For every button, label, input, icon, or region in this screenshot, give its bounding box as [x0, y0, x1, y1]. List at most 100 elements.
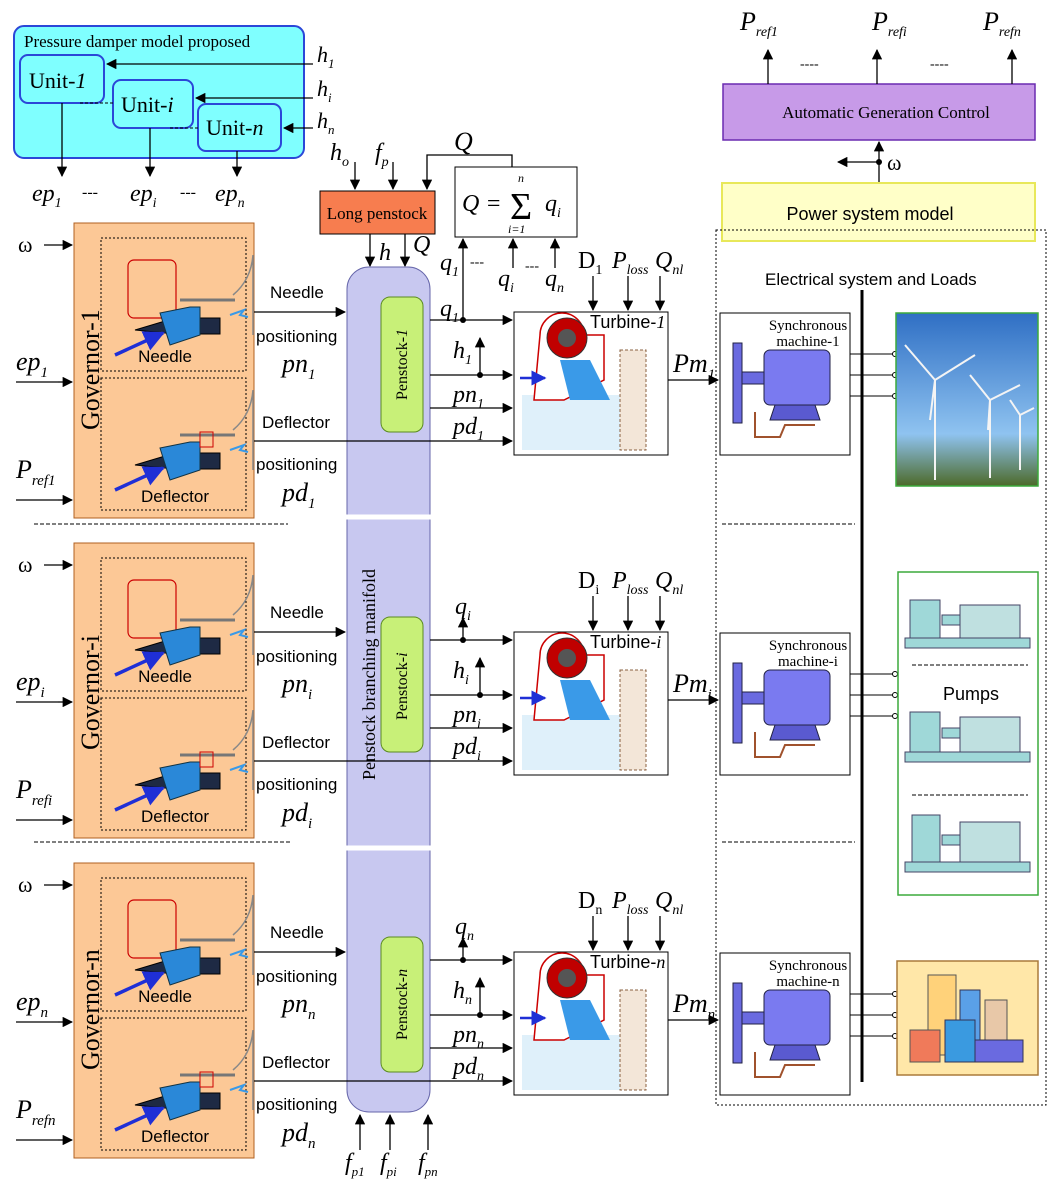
- flow-summation-box: [454, 166, 578, 238]
- unit-1-label: Unit-1: [29, 68, 86, 93]
- penstock-unit-box: [380, 936, 424, 1073]
- omega-input-label: ω: [18, 552, 32, 577]
- pref-input-label: Pref1: [15, 455, 56, 489]
- fpi-input: fpi: [380, 1150, 397, 1179]
- q-dash-2: ---: [525, 259, 539, 274]
- ploss-input-label: Ploss: [611, 888, 649, 918]
- pd-signal-label: pdn: [280, 1118, 316, 1152]
- pref1-output: Pref1: [739, 7, 778, 40]
- pump-icon-3: [904, 814, 1031, 873]
- unit-n-label: Unit-n: [206, 115, 263, 140]
- power-system-model-box: [721, 182, 1036, 242]
- sum-term: qi: [545, 191, 561, 221]
- manifold-label: Penstock branching manifold: [359, 569, 379, 780]
- prefi-output: Prefi: [871, 7, 907, 40]
- needle-positioning-label: positioning: [256, 967, 337, 986]
- needle-panel-label: Needle: [138, 987, 192, 1006]
- needle-nozzle-icon: [114, 574, 254, 677]
- pumps-load: Pumps: [897, 571, 1039, 896]
- pref-input-label: Prefn: [15, 1095, 56, 1129]
- electrical-system-area: [715, 229, 1047, 1106]
- sync-machine-label-1: Synchronous: [769, 958, 847, 974]
- needle-nozzle-icon: [114, 254, 254, 357]
- needle-panel: [100, 237, 247, 372]
- sync-machine-label-1: Synchronous: [769, 318, 847, 334]
- pn-turbine-label: pni: [451, 702, 481, 732]
- deflector-signal-label: Deflector: [262, 733, 330, 752]
- sum-sigma: Σ: [510, 186, 532, 228]
- power-system-model-label: Power system model: [786, 204, 953, 224]
- q-signal-label: q1: [440, 296, 459, 326]
- needle-panel-label: Needle: [138, 347, 192, 366]
- penstock-unit-label: Penstock-i: [394, 652, 411, 720]
- hn-input: hn: [317, 108, 335, 137]
- deflector-positioning-label: positioning: [256, 455, 337, 474]
- ep-dash-2: ---: [180, 184, 196, 201]
- pn-turbine-label: pn1: [451, 382, 484, 412]
- ep-input-label: epn: [16, 987, 48, 1021]
- deflector-positioning-label: positioning: [256, 775, 337, 794]
- sync-machine-label-2: machine-i: [778, 654, 838, 670]
- needle-signal-label: Needle: [270, 923, 324, 942]
- qnl-input-label: Qnl: [655, 568, 683, 598]
- needle-panel: [100, 877, 247, 1012]
- q-signal-label: qi: [455, 594, 471, 624]
- needle-panel: [100, 557, 247, 692]
- penstock-unit-box: [380, 296, 424, 433]
- agc-omega: ω: [887, 150, 901, 175]
- h-signal-label: hn: [453, 978, 472, 1008]
- needle-signal-label: Needle: [270, 283, 324, 302]
- long-penstock-label: Long penstock: [327, 204, 428, 223]
- hi-input: hi: [317, 76, 332, 105]
- agc-block: Automatic Generation Control Pref1 ---- …: [721, 7, 1036, 242]
- turbine-label: Turbine-n: [590, 952, 665, 972]
- pd-signal-label: pdi: [280, 798, 312, 832]
- wind-farm-image: [895, 312, 1039, 487]
- fpn-input: fpn: [418, 1150, 438, 1179]
- needle-nozzle-icon: [114, 894, 254, 997]
- ep1-output: ep1: [32, 181, 62, 211]
- generator-icon: [732, 982, 743, 1064]
- pd-signal-label: pd1: [280, 478, 316, 512]
- pressure-damper-title: Pressure damper model proposed: [24, 32, 251, 51]
- pm-output-label: Pm1: [672, 349, 715, 383]
- needle-signal-label: Needle: [270, 603, 324, 622]
- q-flow-output: Q: [413, 232, 430, 258]
- deflector-positioning-label: positioning: [256, 1095, 337, 1114]
- q1-sum-input: q1: [440, 250, 459, 280]
- unit-i-box: [112, 79, 194, 129]
- long-penstock-box: [319, 190, 436, 235]
- epn-output: epn: [215, 181, 245, 211]
- q-signal-label: qn: [455, 914, 474, 944]
- qn-sum-input: qn: [545, 266, 564, 296]
- h-signal-label: hi: [453, 658, 469, 688]
- pref-dash-2: ----: [930, 57, 949, 72]
- deflector-signal-label: Deflector: [262, 413, 330, 432]
- pump-icon-1: [904, 599, 1031, 649]
- turbine-label: Turbine-1: [590, 312, 665, 332]
- pn-signal-label: pni: [280, 669, 312, 703]
- agc-label: Automatic Generation Control: [782, 103, 990, 122]
- deflector-nozzle-icon: [114, 1029, 254, 1132]
- pm-output-label: Pmn: [672, 989, 715, 1023]
- q-total-feedback: Q: [454, 127, 473, 156]
- governor-label: Governor-n: [76, 949, 105, 1070]
- omega-input-label: ω: [18, 232, 32, 257]
- unit-i-label: Unit-i: [121, 92, 174, 117]
- pn-signal-label: pnn: [280, 989, 316, 1023]
- pressure-damper-block: Pressure damper model proposed Unit-1 Un…: [13, 25, 335, 211]
- ep-input-label: ep1: [16, 347, 48, 381]
- electrical-system-label: Electrical system and Loads: [765, 270, 977, 289]
- pumps-label: Pumps: [943, 684, 999, 704]
- prefn-output: Prefn: [982, 7, 1021, 40]
- governor-label: Governor-1: [76, 309, 105, 430]
- sum-lhs: Q =: [462, 191, 502, 217]
- penstock-unit-box: [380, 616, 424, 753]
- wind-farm-load: [895, 312, 1039, 487]
- governor-label: Governor-i: [76, 635, 105, 750]
- deflector-panel: [100, 697, 247, 831]
- pd-turbine-label: pdi: [451, 734, 481, 764]
